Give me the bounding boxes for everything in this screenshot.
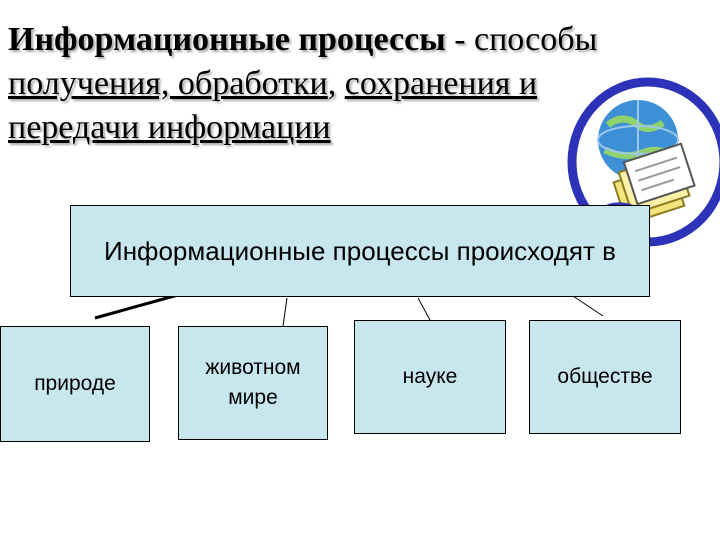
connector-animal <box>282 297 288 327</box>
child-label-society: обществе <box>557 365 653 388</box>
root-process-box: Информационные процессы происходят в <box>70 205 650 297</box>
title-underlined-2: сохранения и <box>344 65 538 102</box>
globe-documents-clipart-icon <box>567 77 720 247</box>
title-underlined-3: передачи информации <box>8 109 331 146</box>
connector-science <box>417 297 431 321</box>
root-process-label: Информационные процессы происходят в <box>104 236 616 266</box>
child-box-society: обществе <box>529 320 681 434</box>
child-box-nature: природе <box>0 326 150 442</box>
title-separator: , <box>327 65 345 102</box>
child-box-animal-world: животном мире <box>178 326 328 440</box>
child-label-nature: природе <box>34 372 116 395</box>
connector-nature <box>94 291 186 320</box>
slide-title: Информационные процессы - способы получе… <box>8 18 698 150</box>
title-rest-part: - способы <box>445 21 598 58</box>
title-underlined-1: получения, обработки <box>8 65 328 102</box>
child-label-science: науке <box>402 365 458 388</box>
title-bold-part: Информационные процессы <box>8 21 446 58</box>
child-label-animal-world: животном мире <box>205 356 301 409</box>
child-box-science: науке <box>354 320 506 434</box>
